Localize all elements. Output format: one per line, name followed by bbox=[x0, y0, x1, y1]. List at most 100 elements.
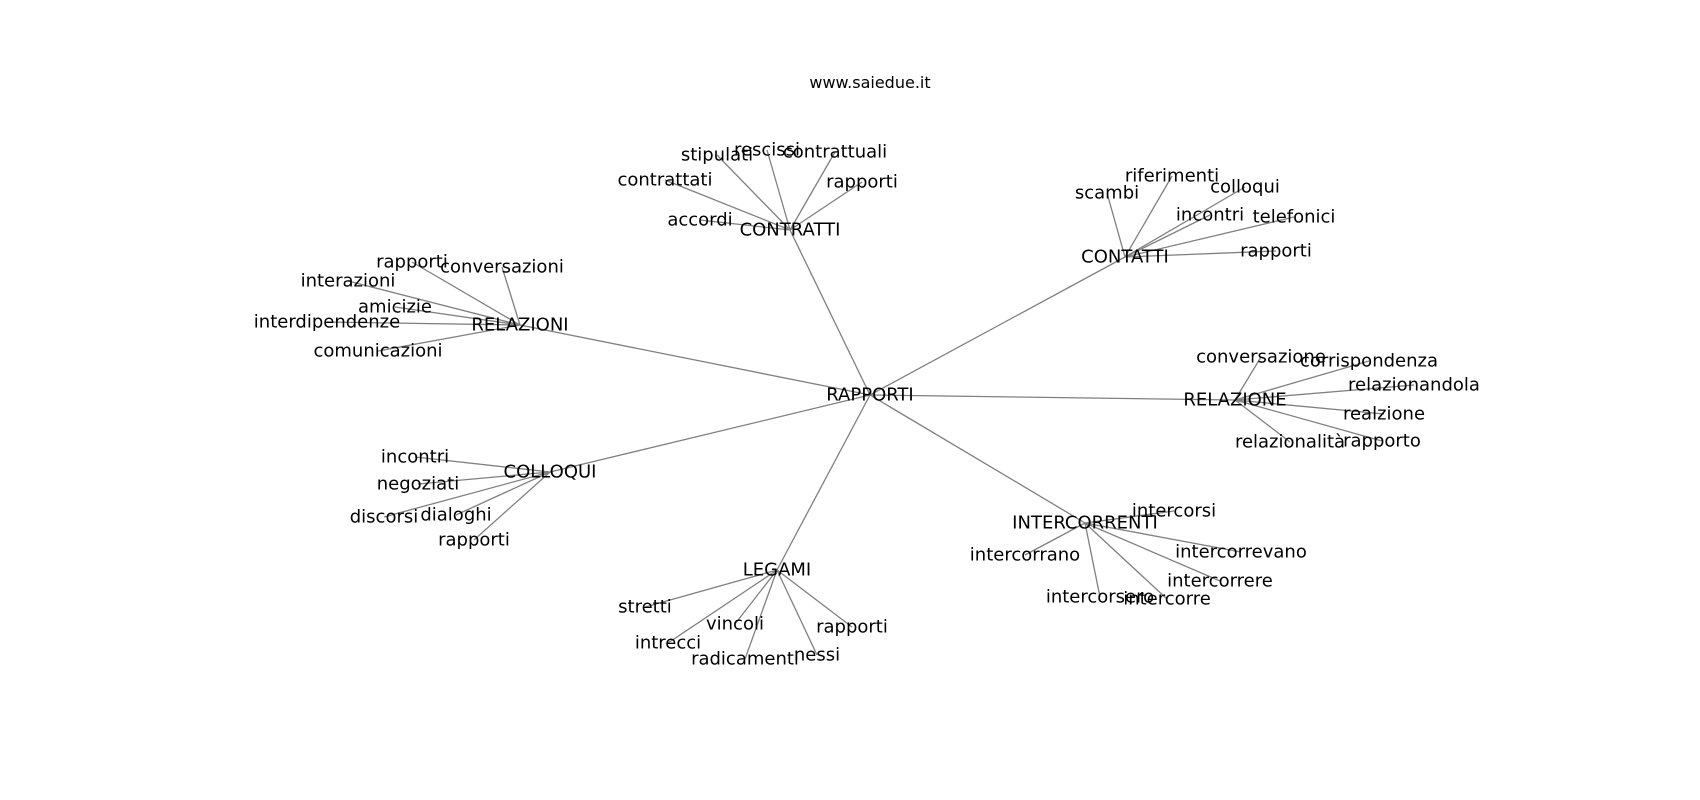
edge-intercorrenti-word bbox=[1084, 522, 1168, 600]
node-word: rapporto bbox=[1343, 431, 1421, 452]
node-center: RAPPORTI bbox=[826, 385, 913, 406]
edge-relazione-word bbox=[1234, 399, 1385, 415]
node-hub: COLLOQUI bbox=[504, 462, 597, 483]
edge-contatti-word bbox=[1124, 216, 1295, 258]
node-word: intercorre bbox=[1123, 589, 1211, 610]
node-word: intrecci bbox=[635, 633, 701, 654]
edge-colloqui-word bbox=[383, 471, 551, 518]
node-word: telefonici bbox=[1253, 207, 1336, 228]
edge-legami-word bbox=[744, 569, 778, 660]
edge-center-contatti bbox=[869, 256, 1126, 396]
edge-relazioni-word bbox=[326, 321, 521, 326]
node-word: contrattati bbox=[617, 170, 712, 191]
node-hub: LEGAMI bbox=[743, 560, 812, 581]
node-word: intercorsero bbox=[1046, 587, 1154, 608]
node-word: interdipendenze bbox=[254, 312, 400, 333]
node-word: rapporti bbox=[816, 617, 888, 638]
node-word: nessi bbox=[794, 645, 840, 666]
node-word: corrispondenza bbox=[1300, 351, 1438, 372]
edge-intercorrenti-word bbox=[1024, 522, 1086, 556]
edge-relazioni-word bbox=[394, 306, 521, 326]
node-word: intercorrano bbox=[970, 545, 1080, 566]
node-word: intercorrevano bbox=[1175, 542, 1307, 563]
node-word: vincoli bbox=[706, 614, 764, 635]
edge-contatti-word bbox=[1124, 186, 1246, 258]
edge-relazione-word bbox=[1234, 384, 1415, 401]
edge-relazione-word bbox=[1234, 356, 1262, 401]
node-word: colloqui bbox=[1210, 177, 1280, 198]
edge-contatti-word bbox=[1124, 250, 1277, 258]
edge-colloqui-word bbox=[417, 471, 551, 485]
site-url: www.saiedue.it bbox=[809, 73, 930, 92]
edge-contratti-word bbox=[766, 149, 791, 231]
node-word: relazionalità bbox=[1235, 432, 1345, 453]
node-word: comunicazioni bbox=[313, 341, 442, 362]
node-word: discorsi bbox=[350, 507, 419, 528]
edge-legami-word bbox=[644, 569, 778, 608]
edge-relazione-word bbox=[1234, 360, 1370, 401]
node-word: interazioni bbox=[301, 271, 396, 292]
edges-layer bbox=[326, 149, 1415, 660]
edge-center-legami bbox=[776, 394, 871, 571]
edge-legami-word bbox=[667, 569, 778, 644]
node-word: riferimenti bbox=[1125, 166, 1219, 187]
edge-legami-word bbox=[734, 569, 778, 625]
node-word: rapporti bbox=[438, 530, 510, 551]
labels-layer: www.saiedue.it RAPPORTI CONTRATTI stipulat… bbox=[254, 73, 1480, 670]
edge-center-relazioni bbox=[519, 324, 871, 396]
edge-legami-word bbox=[776, 569, 818, 656]
node-word: realzione bbox=[1343, 404, 1425, 425]
edge-intercorrenti-word bbox=[1084, 522, 1242, 553]
node-word: amicizie bbox=[358, 297, 432, 318]
node-word: contrattuali bbox=[783, 142, 887, 163]
edge-relazioni-word bbox=[411, 261, 521, 326]
edge-intercorrenti-word bbox=[1084, 522, 1101, 598]
edge-center-contratti bbox=[789, 229, 871, 396]
node-word: incontri bbox=[381, 447, 449, 468]
node-word: stipulati bbox=[681, 145, 753, 166]
node-word: conversazioni bbox=[440, 257, 564, 278]
edge-colloqui-word bbox=[455, 471, 551, 516]
edge-center-relazione bbox=[869, 394, 1236, 401]
node-word: incontri bbox=[1176, 205, 1244, 226]
edge-contatti-word bbox=[1124, 175, 1173, 258]
node-word: rescissi bbox=[734, 140, 800, 161]
edge-contatti-word bbox=[1106, 192, 1126, 258]
node-word: scambi bbox=[1075, 183, 1139, 204]
edge-contatti-word bbox=[1124, 214, 1211, 258]
edge-center-intercorrenti bbox=[869, 394, 1086, 524]
node-hub: CONTATTI bbox=[1081, 247, 1169, 268]
node-word: intercorsi bbox=[1132, 501, 1216, 522]
node-hub: RELAZIONI bbox=[471, 315, 568, 336]
node-word: intercorrere bbox=[1167, 571, 1273, 592]
node-word: relazionandola bbox=[1348, 375, 1480, 396]
node-hub: RELAZIONE bbox=[1183, 390, 1286, 411]
node-word: negoziati bbox=[377, 474, 459, 495]
node-word: dialoghi bbox=[420, 505, 491, 526]
node-word: accordi bbox=[667, 210, 732, 231]
edge-relazione-word bbox=[1234, 399, 1383, 442]
edge-legami-word bbox=[776, 569, 853, 628]
edge-contratti-word bbox=[699, 219, 791, 231]
node-word: radicamenti bbox=[691, 649, 799, 670]
node-word: rapporti bbox=[376, 252, 448, 273]
node-hub: INTERCORRENTI bbox=[1012, 513, 1158, 534]
edge-intercorrenti-word bbox=[1084, 510, 1175, 524]
edge-relazioni-word bbox=[377, 324, 521, 352]
node-word: rapporti bbox=[826, 172, 898, 193]
edge-colloqui-word bbox=[414, 456, 551, 473]
node-word: rapporti bbox=[1240, 241, 1312, 262]
node-word: conversazione bbox=[1196, 347, 1326, 368]
edge-relazione-word bbox=[1234, 399, 1291, 443]
edge-contratti-word bbox=[789, 151, 836, 231]
node-hub: CONTRATTI bbox=[740, 220, 841, 241]
edge-relazioni-word bbox=[347, 280, 521, 326]
edge-colloqui-word bbox=[473, 471, 551, 541]
edge-contratti-word bbox=[716, 154, 791, 231]
edge-intercorrenti-word bbox=[1084, 522, 1221, 582]
edge-contratti-word bbox=[789, 181, 863, 231]
edge-relazioni-word bbox=[501, 266, 521, 326]
edge-contratti-word bbox=[664, 179, 791, 231]
node-word: stretti bbox=[618, 597, 672, 618]
